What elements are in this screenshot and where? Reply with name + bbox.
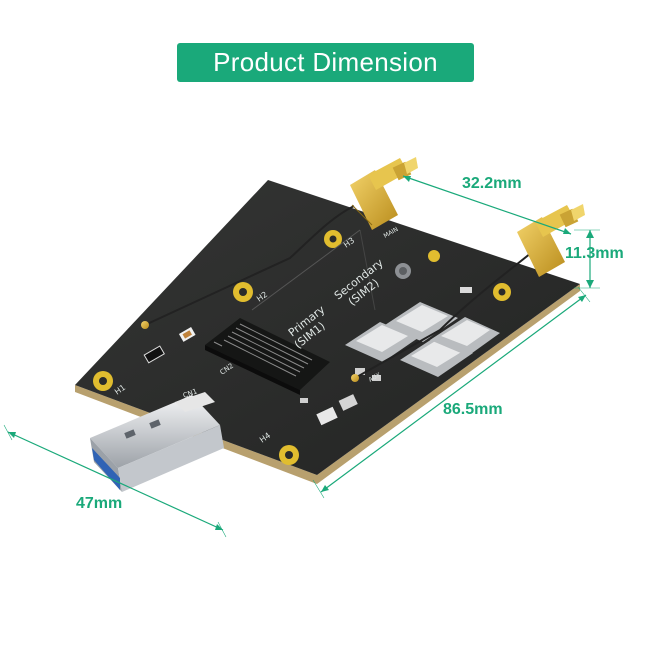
- mounting-hole-top: [428, 250, 440, 262]
- antenna-cable-main: [144, 205, 355, 326]
- antenna-cable-aux: [354, 252, 532, 379]
- sma-connector-aux: [517, 204, 585, 277]
- dimension-lines: [3, 175, 600, 538]
- mounting-holes: [93, 230, 511, 465]
- sma-connector-main: [350, 157, 418, 230]
- dimension-label-width-top: 32.2mm: [462, 175, 522, 192]
- sim-slots: [345, 302, 500, 377]
- dimension-label-width-bottom: 47mm: [76, 495, 123, 512]
- dimension-label-height: 11.3mm: [565, 245, 624, 262]
- m2-slot-cn2: [205, 318, 330, 390]
- page-title: Product Dimension: [177, 43, 474, 82]
- smd-components: [143, 263, 472, 426]
- dimension-label-length: 86.5mm: [443, 401, 503, 418]
